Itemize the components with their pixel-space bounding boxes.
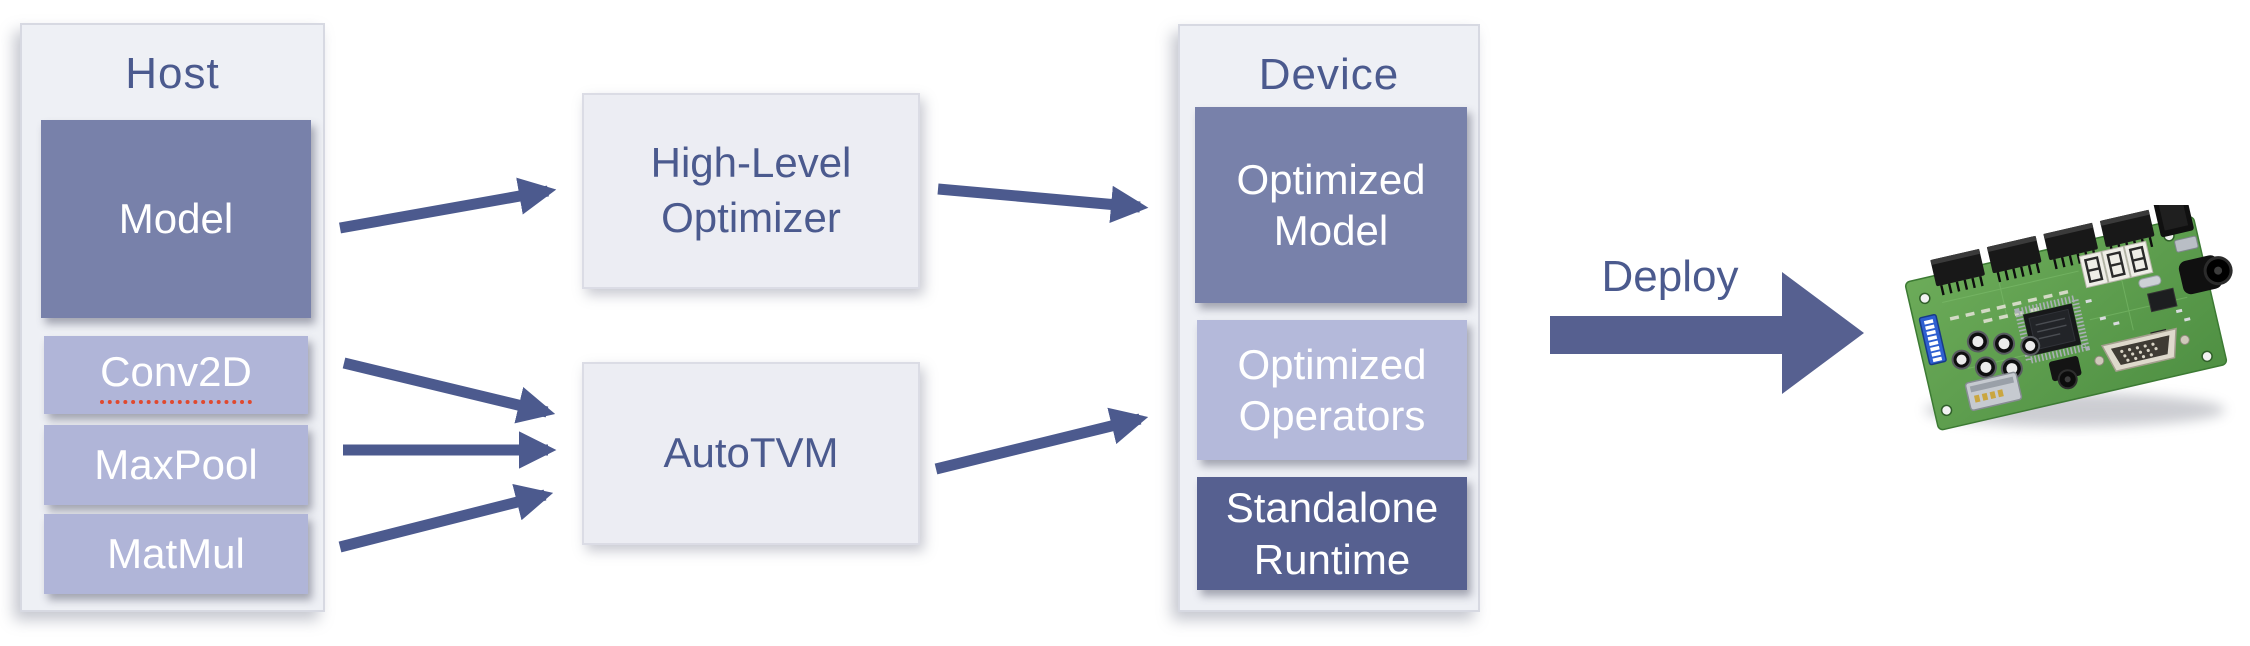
arrow-optimizer-to-optimized-model [937,183,1149,224]
arrow-conv2d-to-autotvm [342,357,556,424]
fpga-board-photo [1904,205,2233,431]
seven-segment-display [2078,240,2154,289]
maxpool-label: MaxPool [94,441,258,489]
autotvm-label: AutoTVM [663,429,839,477]
crystal [2138,275,2162,289]
host-panel-title: Host [125,49,220,98]
host-operator-conv2d: Conv2D [44,336,308,414]
vga-connector [2094,327,2190,373]
high-level-optimizer-label: High-Level Optimizer [650,139,852,241]
optimized-operators-label: Optimized Operators [1237,340,1427,439]
device-panel: Device Optimized Model Optimized Operato… [1178,24,1480,612]
device-panel-title: Device [1258,50,1400,99]
small-ic [2146,287,2178,313]
autotvm-box: AutoTVM [582,362,920,545]
deploy-label: Deploy [1601,252,1739,301]
high-level-optimizer-box: High-Level Optimizer [582,93,920,289]
standalone-runtime-label: Standalone Runtime [1225,484,1439,583]
conv2d-label: Conv2D [100,346,252,405]
matmul-label: MatMul [107,530,245,578]
host-operator-maxpool: MaxPool [44,425,308,505]
dip-switch [1918,313,1947,366]
audio-jack [2048,356,2082,390]
optimized-model-label: Optimized Model [1236,155,1426,254]
microsd-slot [1964,371,2023,411]
pin-headers [1930,209,2155,296]
arrow-autotvm-to-optimized-operators [934,407,1149,475]
host-panel: Host Model Conv2D MaxPool MatMul [20,23,325,612]
mini-usb-port [2174,235,2199,253]
capacitors [1951,330,2041,380]
arrow-matmul-to-autotvm [338,484,554,553]
model-label: Model [118,195,234,243]
standalone-runtime-box: Standalone Runtime [1197,477,1467,590]
optimized-operators-box: Optimized Operators [1197,320,1467,460]
optimized-model-box: Optimized Model [1195,107,1467,303]
model-box: Model [41,120,311,318]
board-body [1904,205,2233,431]
arrow-model-to-optimizer [339,177,557,234]
power-jack [2178,255,2233,295]
host-operator-matmul: MatMul [44,514,308,594]
